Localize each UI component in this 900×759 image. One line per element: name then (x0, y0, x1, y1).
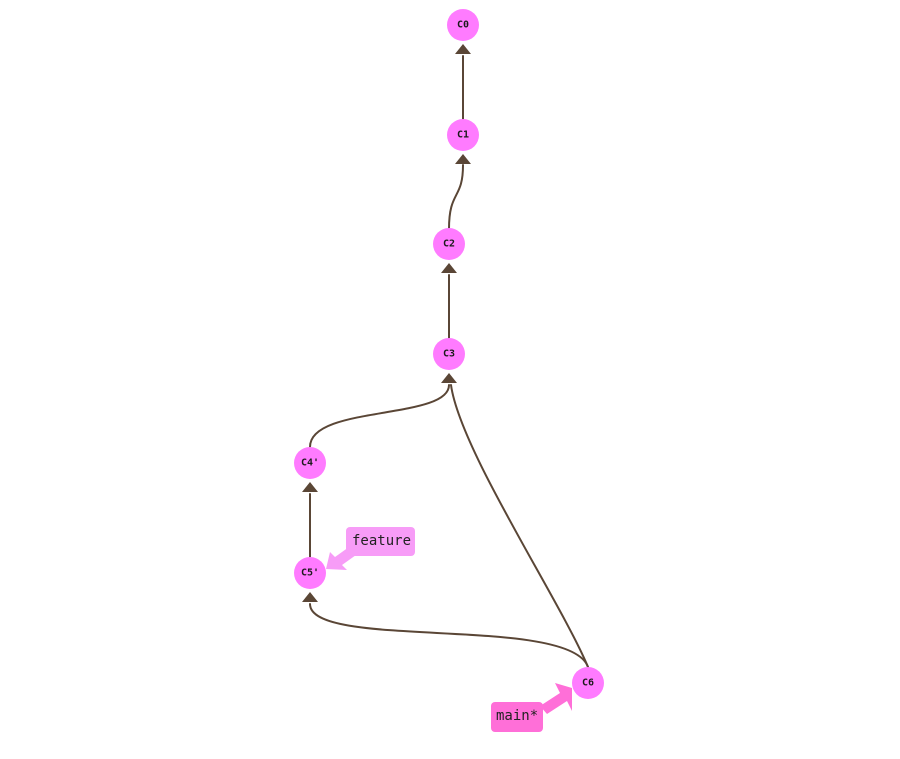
commit-label-c1: C1 (457, 130, 469, 141)
commit-edges (309, 55, 589, 668)
edge-c6-c3 (450, 384, 589, 668)
branch-label-feature-text: feature (352, 533, 411, 549)
commit-label-c4p: C4' (301, 458, 319, 469)
arrowhead-c2 (441, 263, 457, 273)
commit-node-c6[interactable]: C6 (572, 667, 604, 699)
commit-node-c5p[interactable]: C5' (294, 557, 326, 589)
commit-label-c3: C3 (443, 349, 455, 360)
arrowhead-c0 (455, 44, 471, 54)
commit-node-c0[interactable]: C0 (447, 9, 479, 41)
edge-c2-c1 (448, 164, 464, 230)
commit-label-c5p: C5' (301, 568, 319, 579)
arrowhead-c1 (455, 154, 471, 164)
edge-c4p-c3 (309, 384, 450, 448)
main-pointer-arrow (540, 683, 572, 714)
arrowhead-c3 (441, 373, 457, 383)
arrowhead-c5p (302, 592, 318, 602)
commit-node-c4p[interactable]: C4' (294, 447, 326, 479)
branch-label-main-text: main* (496, 708, 538, 724)
arrowhead-c4p (302, 482, 318, 492)
edge-c6-c5p (309, 603, 589, 668)
branch-pointer-main (540, 683, 572, 714)
commit-label-c6: C6 (582, 678, 594, 689)
commit-node-c1[interactable]: C1 (447, 119, 479, 151)
branch-label-feature[interactable]: feature (346, 527, 415, 556)
commit-node-c3[interactable]: C3 (433, 338, 465, 370)
commit-label-c0: C0 (457, 20, 469, 31)
branch-label-main[interactable]: main* (491, 702, 543, 732)
edge-arrowheads (302, 44, 471, 602)
commit-node-c2[interactable]: C2 (433, 228, 465, 260)
commit-label-c2: C2 (443, 239, 455, 250)
